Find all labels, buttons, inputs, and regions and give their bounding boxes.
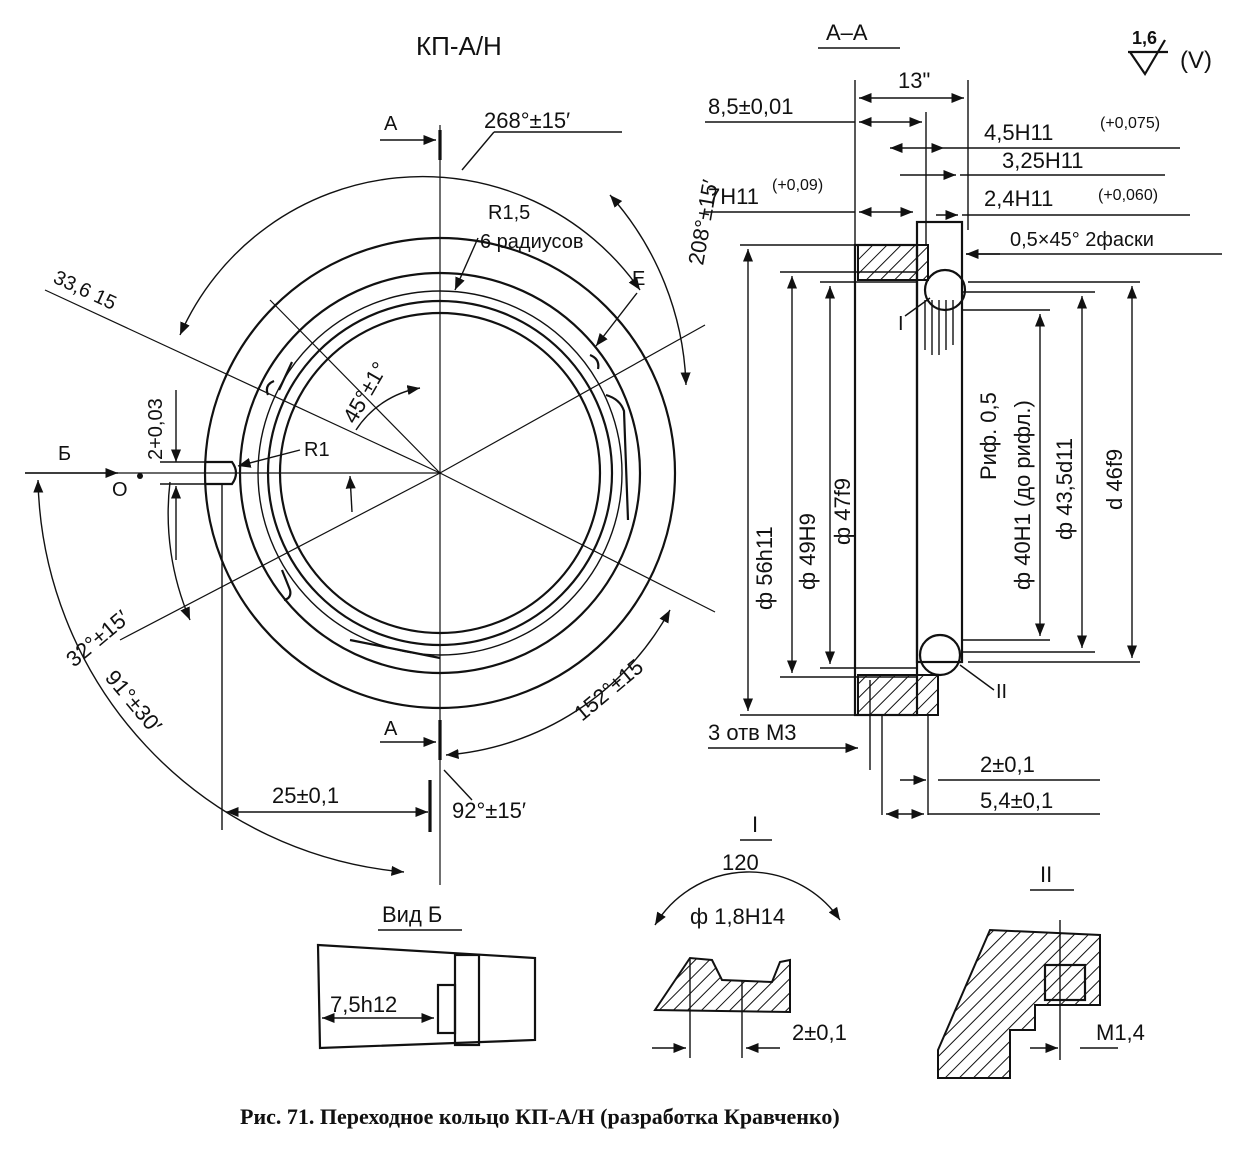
view-mark-b: Б [58, 443, 71, 465]
dim-13: 13" [898, 68, 930, 93]
dim-4-5-tol: (+0,075) [1100, 115, 1160, 132]
view-b: Вид Б 7,5h12 [316, 902, 537, 1050]
roughness-suffix: (V) [1180, 47, 1212, 74]
dim-46: d 46f9 [1102, 449, 1127, 510]
detail-ii-section [937, 928, 1101, 1079]
drawing-title: КП-А/Н [416, 31, 502, 61]
detail-ii: II M1,4 [937, 862, 1145, 1079]
section-mark-a-bottom: А [384, 718, 398, 740]
detail-i-diameter: ф 1,8H14 [690, 904, 785, 929]
ring-flange [915, 220, 964, 664]
dim-5-4: 5,4±0,1 [980, 788, 1053, 813]
dim-2-003: 2+0,03 [145, 398, 167, 460]
dim-43-5: ф 43,5d11 [1052, 438, 1077, 540]
detail-ii-thread-hole [1043, 963, 1087, 1002]
holes-label: 3 отв М3 [708, 720, 797, 745]
dim-rif: Риф. 0,5 [976, 392, 1001, 480]
roughness-value: 1,6 [1132, 28, 1157, 48]
bayonet-lug-2 [589, 353, 630, 521]
point-o-dot [137, 473, 143, 479]
dim-49: ф 49H9 [795, 513, 820, 590]
dim-8-5: 8,5±0,01 [708, 94, 793, 119]
section-view: А–А 13" 8,5±0,01 4,5H11 (+0,075) 3,25H11 [705, 20, 1222, 820]
knurl-lines [924, 300, 954, 355]
bayonet-lug-3 [280, 569, 441, 660]
view-b-title: Вид Б [382, 902, 442, 927]
detail-i-dim-2: 2±0,1 [792, 1020, 847, 1045]
six-radii-label: 6 радиусов [480, 231, 584, 253]
angle-268: 268°±15′ [484, 108, 570, 133]
detail-i-angle: 120 [722, 850, 759, 875]
detail-i: I 120 ф 1,8H14 2±0,1 [652, 812, 847, 1058]
view-b-slot [436, 983, 457, 1035]
section-title: А–А [826, 20, 868, 45]
dim-7: 7H11 [708, 184, 759, 209]
ring-body [853, 243, 919, 717]
section-hatch-bottom [857, 674, 939, 716]
view-b-dim: 7,5h12 [330, 992, 397, 1017]
dim-56: ф 56h11 [752, 526, 777, 610]
dim-2-bottom: 2±0,1 [980, 752, 1035, 777]
dim-2-4: 2,4H11 [984, 186, 1053, 211]
outer-ring-circle [238, 271, 642, 675]
mark-i: I [898, 313, 904, 335]
dim-40: ф 40H1 (до рифл.) [1010, 400, 1035, 590]
detail-i-circle [923, 268, 967, 312]
dim-2-4-tol: (+0,060) [1098, 187, 1158, 204]
mark-ii: II [996, 681, 1007, 703]
detail-ii-title: II [1040, 862, 1052, 887]
label-e: E [632, 268, 645, 290]
view-b-outline [316, 943, 537, 1050]
view-b-slot-outline [453, 953, 481, 1047]
dim-4-5: 4,5H11 [984, 120, 1053, 145]
chamfer-label: 0,5×45° 2фаски [1010, 229, 1154, 251]
angle-152: 152°±15 [569, 654, 648, 726]
figure-caption: Рис. 71. Переходное кольцо КП-А/Н (разра… [240, 1104, 840, 1129]
detail-ii-circle [918, 633, 962, 677]
axis-line-208 [439, 324, 706, 474]
section-mark-a-top: А [384, 113, 398, 135]
angle-92: 92°±15′ [452, 798, 526, 823]
front-view: А А Б O 2+0,03 33,6 15 268°±15′ R1,5 6 р… [25, 108, 723, 885]
dim-25: 25±0,1 [272, 783, 339, 808]
detail-i-title: I [752, 812, 758, 837]
point-o: O [112, 479, 128, 501]
bayonet-lug-1 [265, 361, 293, 396]
axis-line-33 [44, 289, 441, 474]
dim-7-tol: (+0,09) [772, 177, 823, 194]
roughness-symbol: 1,6 (V) [1128, 28, 1212, 77]
detail-ii-thread: M1,4 [1096, 1020, 1145, 1045]
dim-47: ф 47f9 [830, 478, 855, 545]
dim-33-6: 33,6 15 [50, 267, 120, 315]
roughness-check-icon [1128, 39, 1168, 77]
outer-circle [203, 236, 677, 710]
radius-r1-5: R1,5 [488, 202, 530, 224]
axis-line-152 [439, 472, 716, 613]
radius-r1: R1 [304, 439, 330, 461]
detail-i-section [653, 956, 791, 1014]
dim-3-25: 3,25H11 [1002, 148, 1084, 173]
